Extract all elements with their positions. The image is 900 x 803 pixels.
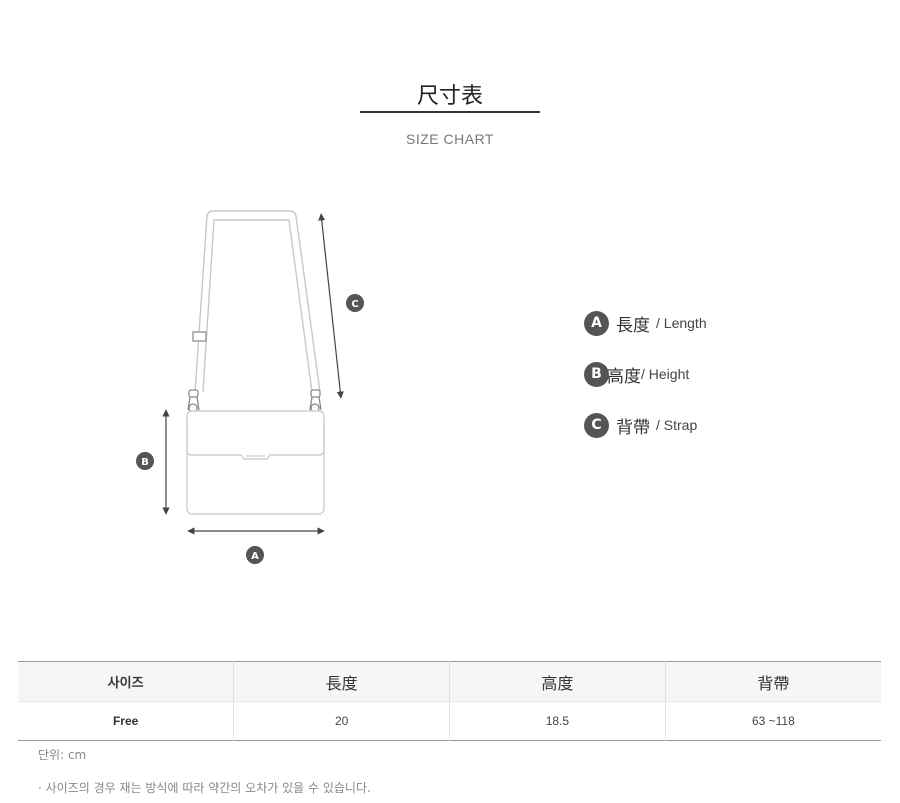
header-height: 高度 <box>449 661 666 702</box>
bag-body <box>186 410 325 515</box>
page-subtitle: SIZE CHART <box>406 131 494 147</box>
page-title: 尺寸表 <box>416 84 483 109</box>
cell-strap: 63 ~118 <box>751 714 795 728</box>
table-row: Free 20 18.5 63 ~118 <box>18 701 881 741</box>
legend-english-strap: / Strap <box>656 417 698 433</box>
dimension-arrow-c <box>318 213 344 399</box>
measurement-disclaimer: · 사이즈의 경우 재는 방식에 따라 약간의 오차가 있을 수 있습니다. <box>38 781 371 795</box>
cell-size: Free <box>18 701 235 741</box>
dimension-legend: A 長度 / Length B 高度 / Height C 背帶 / Strap <box>584 310 707 463</box>
header-strap: 背帶 <box>757 673 790 693</box>
size-table-header-row: 사이즈 長度 高度 背帶 <box>18 661 881 702</box>
strap-clasp-left <box>187 389 200 413</box>
legend-name-length: 長度 <box>616 315 650 336</box>
strap-clasp-right <box>309 389 322 413</box>
cell-height: 18.5 <box>449 701 666 741</box>
marker-a-label: A <box>251 551 259 562</box>
legend-english-length: / Length <box>656 315 707 331</box>
legend-name-strap: 背帶 <box>616 417 650 438</box>
size-table: 사이즈 長度 高度 背帶 Free 20 18.5 63 ~118 <box>18 661 881 741</box>
unit-note: 단위: cm <box>38 748 87 762</box>
bag-flap <box>186 420 325 460</box>
legend-name-height: 高度 <box>607 366 641 387</box>
marker-b-label: B <box>141 457 149 468</box>
header-length: 長度 <box>233 661 450 702</box>
legend-item-length: A 長度 / Length <box>584 310 707 336</box>
legend-badge-c: C <box>584 412 609 438</box>
legend-badge-b: B <box>584 361 609 387</box>
bag-strap <box>194 210 321 393</box>
legend-badge-a: A <box>584 310 609 336</box>
cell-length: 20 <box>233 701 450 741</box>
legend-english-height: / Height <box>641 366 690 382</box>
marker-c-badge: C <box>346 294 364 312</box>
header-size: 사이즈 <box>18 661 235 702</box>
marker-a-badge: A <box>246 546 264 564</box>
title-underline <box>360 111 540 113</box>
marker-b-badge: B <box>136 452 154 470</box>
legend-item-height: B 高度 / Height <box>584 361 707 387</box>
strap-buckle <box>192 331 207 342</box>
legend-item-strap: C 背帶 / Strap <box>584 412 707 438</box>
marker-c-label: C <box>351 299 358 310</box>
bag-diagram: C B A <box>136 210 364 564</box>
